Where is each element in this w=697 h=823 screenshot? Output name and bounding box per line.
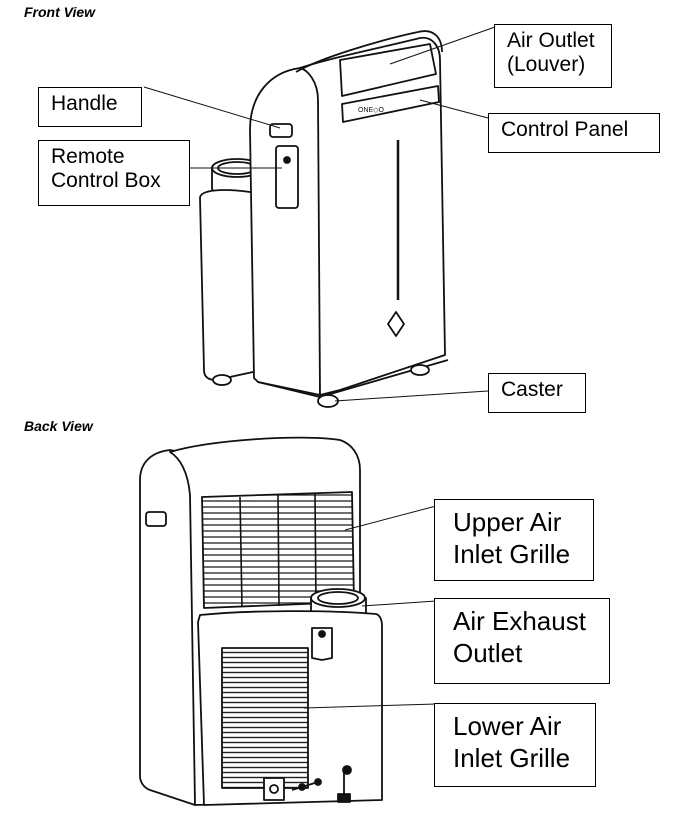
back-view-title: Back View (24, 418, 93, 434)
front-top-cap (295, 30, 443, 73)
back-left-side (139, 449, 196, 806)
label-control-panel: Control Panel (488, 113, 660, 153)
label-air-exhaust-outlet: Air Exhaust Outlet (434, 598, 610, 684)
front-diamond-logo (387, 311, 405, 337)
front-handle (269, 123, 293, 138)
front-face-panel (299, 36, 446, 396)
front-view-title: Front View (24, 4, 96, 20)
front-leader-lines (143, 26, 496, 402)
front-control-strip (341, 85, 440, 123)
front-unit-drawing (199, 30, 449, 408)
label-remote-control-box: Remote Control Box (38, 140, 190, 206)
back-lower-grille (221, 647, 309, 789)
front-brand-mark: ONE◇O (358, 107, 385, 114)
back-unit-drawing (139, 436, 383, 806)
back-hanger-tab (311, 627, 333, 661)
front-left-side-panel (249, 67, 321, 396)
label-upper-air-inlet-grille: Upper Air Inlet Grille (434, 499, 594, 581)
front-caster-right (410, 364, 430, 376)
back-handle (145, 511, 167, 527)
label-handle: Handle (38, 87, 142, 127)
label-caster: Caster (488, 373, 586, 413)
front-louver (339, 43, 437, 97)
front-caster-left (212, 374, 232, 386)
label-air-outlet: Air Outlet (Louver) (494, 24, 612, 88)
back-leader-lines (303, 505, 437, 709)
label-lower-air-inlet-grille: Lower Air Inlet Grille (434, 703, 596, 787)
front-remote-box (275, 145, 299, 209)
